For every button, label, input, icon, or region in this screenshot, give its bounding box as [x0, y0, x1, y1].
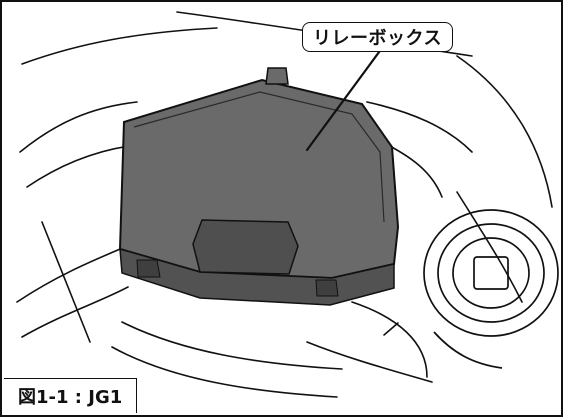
reservoir-inner-ring	[452, 237, 530, 309]
reservoir-cap-square	[473, 256, 509, 290]
relay-box-callout: リレーボックス	[302, 22, 453, 52]
reservoir-outer-ring	[423, 209, 559, 337]
bottom-hose-2	[111, 346, 338, 398]
bay-outline-right	[456, 55, 553, 208]
callout-leader-line	[305, 46, 384, 152]
left-panel	[41, 221, 91, 343]
right-frame	[456, 191, 523, 303]
relay-box-icon	[118, 67, 400, 306]
left-cable-2	[21, 286, 129, 338]
cable-tie	[383, 322, 399, 336]
relay-box-connector-2	[315, 279, 339, 297]
relay-box-tab	[265, 67, 289, 85]
left-hose-1	[19, 101, 138, 153]
right-bracket	[366, 101, 473, 153]
reservoir-middle-ring	[437, 223, 545, 323]
cable-loop	[351, 301, 428, 378]
reservoir-cap-icon	[423, 209, 559, 369]
bottom-hose-1	[121, 321, 343, 370]
relay-box-inner-line	[133, 91, 385, 223]
relay-box-latch	[192, 219, 299, 275]
bottom-hose-3	[306, 341, 433, 383]
reservoir-neck	[433, 331, 503, 369]
fender-line	[21, 27, 218, 65]
relay-box-connector-1	[136, 259, 161, 278]
figure-caption: 図1-1 : JG1	[4, 378, 138, 413]
